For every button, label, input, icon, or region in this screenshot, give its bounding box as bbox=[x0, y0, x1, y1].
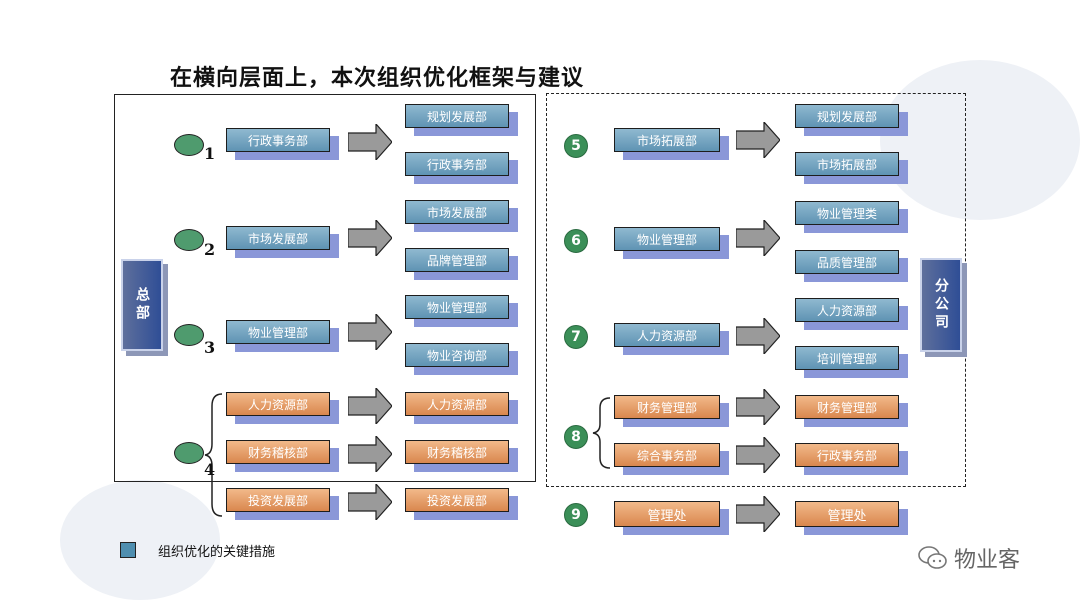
legend-label: 组织优化的关键措施 bbox=[158, 545, 276, 560]
group-marker-oval bbox=[174, 229, 204, 251]
transform-arrow-icon bbox=[736, 122, 780, 158]
chat-bubbles-icon bbox=[918, 546, 947, 569]
group-marker-oval bbox=[174, 324, 204, 346]
group-brace bbox=[204, 393, 223, 517]
target-dept-box: 财务管理部 bbox=[795, 395, 899, 419]
group-number: 4 bbox=[204, 460, 216, 479]
watermark: 物业客 bbox=[918, 542, 1020, 574]
transform-arrow-icon bbox=[736, 220, 780, 256]
group-marker-oval bbox=[174, 442, 204, 464]
transform-arrow-icon bbox=[348, 314, 392, 350]
transform-arrow-icon bbox=[348, 484, 392, 520]
branch-label: 分公司 bbox=[920, 258, 962, 352]
target-dept-box: 行政事务部 bbox=[405, 152, 509, 176]
target-dept-box: 人力资源部 bbox=[405, 392, 509, 416]
group-number-badge: 7 bbox=[564, 325, 588, 349]
source-dept-box: 物业管理部 bbox=[614, 227, 720, 251]
group-number-badge: 6 bbox=[564, 229, 588, 253]
target-dept-box: 市场发展部 bbox=[405, 200, 509, 224]
target-dept-box: 规划发展部 bbox=[405, 104, 509, 128]
group-number-badge: 9 bbox=[564, 503, 588, 527]
source-dept-box: 市场发展部 bbox=[226, 226, 330, 250]
group-number-badge: 8 bbox=[564, 425, 588, 449]
source-dept-box: 财务稽核部 bbox=[226, 440, 330, 464]
source-dept-box: 财务管理部 bbox=[614, 395, 720, 419]
group-number: 1 bbox=[204, 144, 216, 163]
target-dept-box: 市场拓展部 bbox=[795, 152, 899, 176]
watermark-text: 物业客 bbox=[954, 548, 1021, 573]
headquarters-frame bbox=[114, 94, 536, 482]
background-shape bbox=[60, 480, 220, 600]
target-dept-box: 品牌管理部 bbox=[405, 248, 509, 272]
legend-swatch bbox=[120, 542, 136, 558]
transform-arrow-icon bbox=[736, 389, 780, 425]
group-number: 3 bbox=[204, 338, 216, 357]
target-dept-box: 投资发展部 bbox=[405, 488, 509, 512]
target-dept-box: 物业管理部 bbox=[405, 295, 509, 319]
target-dept-box: 物业管理类 bbox=[795, 201, 899, 225]
group-number: 2 bbox=[204, 240, 216, 259]
source-dept-box: 行政事务部 bbox=[226, 128, 330, 152]
branch-frame bbox=[546, 93, 966, 487]
target-dept-box: 品质管理部 bbox=[795, 250, 899, 274]
transform-arrow-icon bbox=[348, 388, 392, 424]
transform-arrow-icon bbox=[348, 220, 392, 256]
headquarters-label: 总部 bbox=[121, 259, 163, 351]
source-dept-box: 投资发展部 bbox=[226, 488, 330, 512]
source-dept-box: 人力资源部 bbox=[226, 392, 330, 416]
group-brace bbox=[592, 397, 611, 469]
target-dept-box: 物业咨询部 bbox=[405, 343, 509, 367]
source-dept-box: 管理处 bbox=[614, 501, 720, 527]
group-marker-oval bbox=[174, 134, 204, 156]
transform-arrow-icon bbox=[736, 496, 780, 532]
target-dept-box: 行政事务部 bbox=[795, 443, 899, 467]
page-title: 在横向层面上，本次组织优化框架与建议 bbox=[170, 65, 585, 91]
source-dept-box: 市场拓展部 bbox=[614, 128, 720, 152]
source-dept-box: 物业管理部 bbox=[226, 320, 330, 344]
target-dept-box: 规划发展部 bbox=[795, 104, 899, 128]
target-dept-box: 管理处 bbox=[795, 501, 899, 527]
group-number-badge: 5 bbox=[564, 134, 588, 158]
target-dept-box: 财务稽核部 bbox=[405, 440, 509, 464]
transform-arrow-icon bbox=[736, 437, 780, 473]
background-shape bbox=[880, 60, 1080, 220]
source-dept-box: 人力资源部 bbox=[614, 323, 720, 347]
target-dept-box: 培训管理部 bbox=[795, 346, 899, 370]
transform-arrow-icon bbox=[348, 436, 392, 472]
transform-arrow-icon bbox=[348, 124, 392, 160]
transform-arrow-icon bbox=[736, 318, 780, 354]
target-dept-box: 人力资源部 bbox=[795, 298, 899, 322]
source-dept-box: 综合事务部 bbox=[614, 443, 720, 467]
